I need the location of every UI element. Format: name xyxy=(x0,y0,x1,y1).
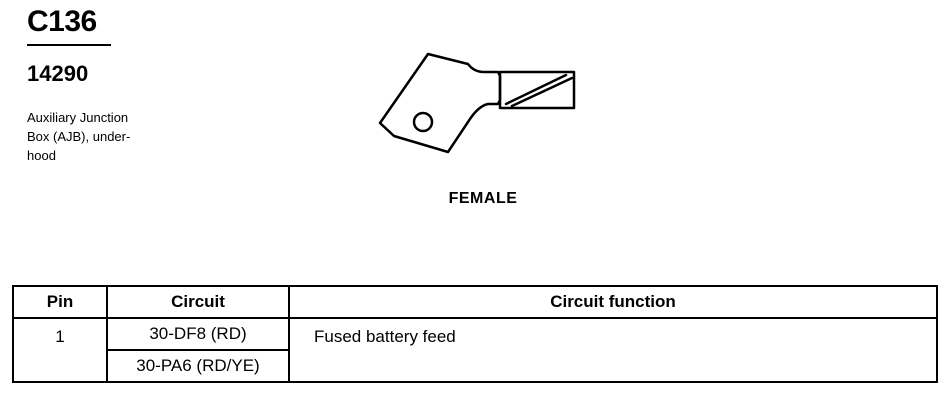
description-line-2: Box (AJB), under- xyxy=(27,129,131,144)
locator-hole-icon xyxy=(412,111,434,133)
header-pin: Pin xyxy=(12,285,108,319)
connector-body-outline xyxy=(378,52,502,154)
latch-ridge-1 xyxy=(504,73,568,106)
pinout-table: Pin Circuit Circuit function 1 30-DF8 (R… xyxy=(12,285,938,383)
title-underline xyxy=(27,44,111,46)
table-row: 1 30-DF8 (RD) Fused battery feed xyxy=(12,317,938,383)
circuit-function: Fused battery feed xyxy=(288,317,938,383)
circuit-code: 30-PA6 (RD/YE) xyxy=(106,349,290,383)
header-circuit: Circuit xyxy=(106,285,290,319)
description-line-3: hood xyxy=(27,148,56,163)
connector-face-diagram xyxy=(378,52,576,154)
connector-description: Auxiliary Junction Box (AJB), under- hoo… xyxy=(27,108,187,165)
description-line-1: Auxiliary Junction xyxy=(27,110,129,125)
connector-gender-label: FEMALE xyxy=(448,190,518,207)
part-number: 14290 xyxy=(27,61,89,86)
table-row: 30-PA6 (RD/YE) xyxy=(13,349,937,383)
pin-number: 1 xyxy=(12,317,108,383)
latch-ridge-2 xyxy=(510,76,574,108)
connector-id: C136 xyxy=(27,5,97,38)
circuit-code: 30-DF8 (RD) xyxy=(106,317,290,351)
header-circuit-function: Circuit function xyxy=(288,285,938,319)
table-header-row: Pin Circuit Circuit function xyxy=(12,285,938,319)
latch-tab xyxy=(498,70,576,110)
